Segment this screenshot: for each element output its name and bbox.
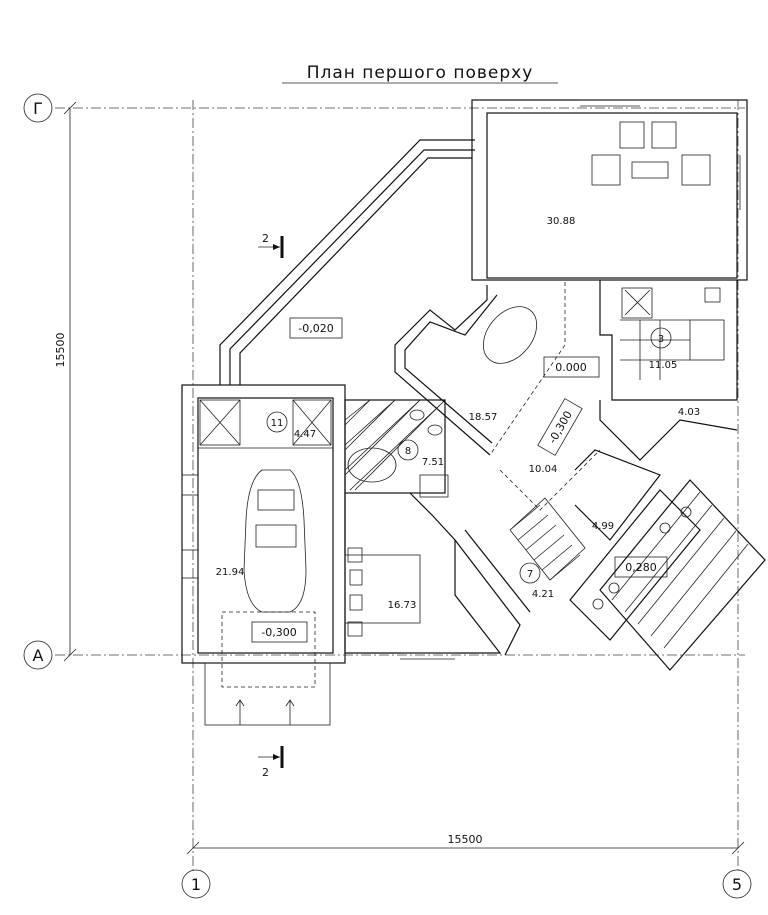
- hall-walls: [454, 400, 738, 656]
- level-stair: -0,300: [546, 409, 575, 446]
- dimension-tick: [186, 841, 200, 855]
- area-storage: 4.03: [678, 407, 700, 418]
- terrace-walls: [219, 139, 475, 385]
- axis-bubble-5: [722, 869, 752, 899]
- garage-walls: [181, 384, 346, 726]
- area-vestibule: 4.99: [592, 521, 614, 532]
- living-furniture: [591, 121, 711, 186]
- level-terrace: -0,020: [298, 322, 333, 335]
- area-kitchen: 11.05: [649, 360, 678, 371]
- area-hall: 10.04: [529, 464, 558, 475]
- area-boiler: 4.47: [294, 429, 316, 440]
- living-room-walls: [471, 99, 748, 281]
- dimension-tick: [63, 648, 77, 662]
- porch-steps: [569, 479, 766, 671]
- level-box-porch: [614, 556, 668, 578]
- area-living: 30.88: [547, 216, 576, 227]
- area-stair: 4.21: [532, 589, 554, 600]
- area-garage: 21.94: [216, 567, 245, 578]
- section-label-top: 2: [262, 232, 269, 245]
- section-label-bottom: 2: [262, 766, 269, 779]
- axis-bubble-g: [23, 93, 53, 123]
- level-hall: 0.000: [555, 361, 587, 374]
- level-box-stair: -0,300: [537, 398, 583, 456]
- level-box-hall: [543, 356, 600, 378]
- room-number-circle-boiler: [266, 411, 288, 433]
- room-number-bathroom: 8: [405, 446, 411, 457]
- level-box-terrace: [289, 317, 343, 339]
- bathroom-walls: [344, 399, 449, 498]
- dimension-vertical: 15500: [54, 333, 67, 368]
- room-number-kitchen: 3: [658, 334, 664, 345]
- stair: [509, 497, 586, 581]
- axis-bubble-1: [181, 869, 211, 899]
- level-porch: 0,280: [625, 561, 657, 574]
- dimension-tick: [63, 101, 77, 115]
- room-number-circle-kitchen: [650, 327, 672, 349]
- area-bathroom: 7.51: [422, 457, 444, 468]
- section-mark-bottom: 2: [258, 746, 284, 779]
- axis-label-1: 1: [191, 875, 201, 894]
- area-dining: 18.57: [469, 412, 498, 423]
- axis-label-g: Г: [33, 99, 43, 118]
- kitchen-walls: [599, 280, 738, 401]
- room-number-circle-bathroom: [397, 439, 419, 461]
- room-number-circle-stair: [519, 562, 541, 584]
- dimension-horizontal: 15500: [448, 833, 483, 846]
- area-bedroom: 16.73: [388, 600, 417, 611]
- room-number-stair: 7: [527, 569, 533, 580]
- room-number-boiler: 11: [271, 418, 284, 429]
- level-garage: -0,300: [261, 626, 296, 639]
- dining-walls: [394, 282, 566, 456]
- car-icon: [243, 469, 307, 613]
- bedroom-walls: [344, 492, 502, 660]
- axis-label-5: 5: [732, 875, 742, 894]
- axis-bubble-a: [23, 640, 53, 670]
- axis-label-a: А: [33, 646, 44, 665]
- dimension-tick: [731, 841, 745, 855]
- level-box-garage: [251, 621, 308, 643]
- plan-title: План першого поверху: [307, 63, 534, 83]
- section-mark-top: 2: [258, 232, 284, 258]
